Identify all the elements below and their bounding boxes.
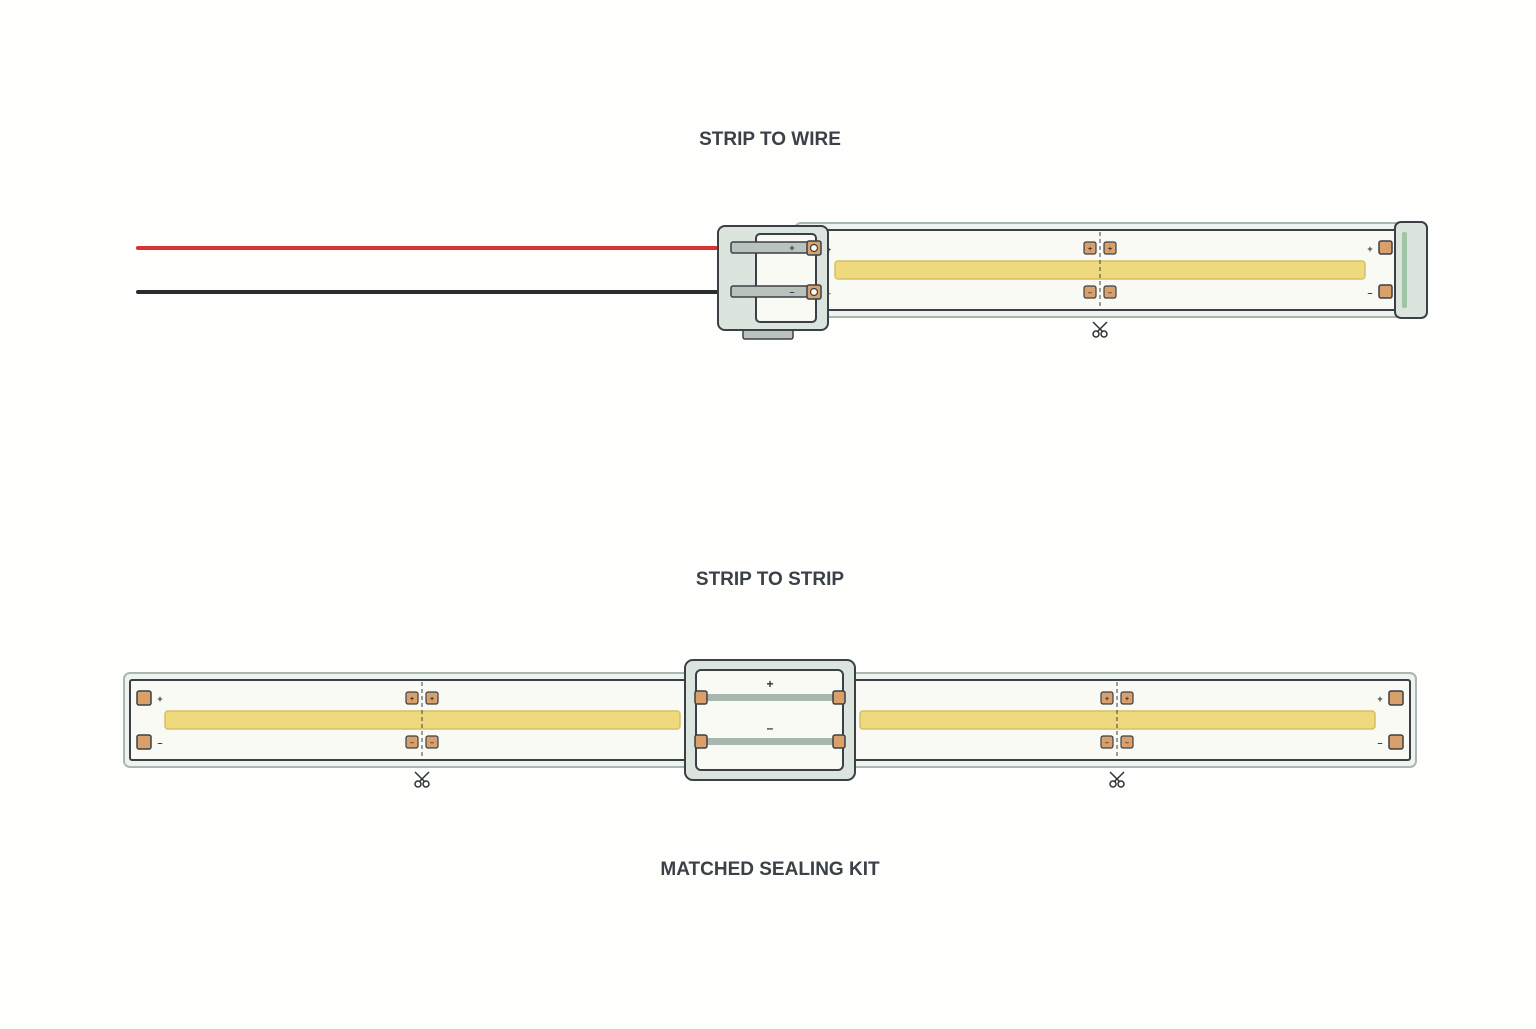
positive-terminal-bar bbox=[730, 241, 810, 254]
end-seal-strip bbox=[1402, 232, 1407, 308]
scissors-icon bbox=[1109, 771, 1125, 788]
cut-pad-minus-label: – bbox=[1108, 290, 1112, 297]
bridge-plus-label: + bbox=[766, 677, 773, 691]
end-pad-negative bbox=[1388, 734, 1404, 750]
contact-pad-right-positive bbox=[832, 690, 846, 705]
contact-pad-left-positive bbox=[694, 690, 708, 705]
cut-pad-positive-right bbox=[1103, 241, 1117, 255]
terminal-minus-label: – bbox=[789, 287, 794, 297]
negative-terminal-bar bbox=[730, 285, 810, 298]
contact-pad-right-negative bbox=[832, 734, 846, 749]
connector-window bbox=[755, 233, 817, 323]
scissors-icon bbox=[1092, 321, 1108, 338]
end-pad-negative bbox=[136, 734, 152, 750]
strip-to-wire-assembly: + + – – + – + – bbox=[136, 221, 1428, 340]
cut-pad-minus-label: – bbox=[1105, 740, 1109, 747]
end-cap bbox=[1394, 221, 1428, 319]
cut-pad-positive-left bbox=[1083, 241, 1097, 255]
end-pad-negative bbox=[1378, 284, 1393, 299]
led-strip-top: + + – – + – + – bbox=[794, 221, 1428, 338]
end-plus-label: + bbox=[1367, 244, 1372, 254]
end-pad-positive bbox=[136, 690, 152, 706]
cut-pad-negative-right bbox=[425, 735, 439, 749]
cut-pad-minus-label: – bbox=[410, 740, 414, 747]
contact-pin bbox=[809, 287, 819, 297]
scissors-icon bbox=[414, 771, 430, 788]
cut-pad-plus-label: + bbox=[1108, 246, 1112, 253]
terminal-plus-label: + bbox=[789, 243, 794, 253]
cut-pad-negative-left bbox=[405, 735, 419, 749]
contact-pad-left-negative bbox=[694, 734, 708, 749]
bridge-minus-label: – bbox=[767, 721, 774, 735]
led-strip-right: + – + + – – bbox=[845, 672, 1417, 788]
cut-pad-positive-left bbox=[405, 691, 419, 705]
wire-connector: + – bbox=[717, 225, 829, 340]
end-minus-label: – bbox=[1377, 738, 1382, 748]
cut-pad-plus-label: + bbox=[1125, 696, 1129, 703]
cut-pad-plus-label: + bbox=[410, 696, 414, 703]
cut-pad-plus-label: + bbox=[1105, 696, 1109, 703]
start-minus-label: – bbox=[827, 291, 831, 298]
positive-bridge-bar bbox=[703, 694, 837, 701]
contact-pin bbox=[809, 243, 819, 253]
cut-pad-negative-left bbox=[1100, 735, 1114, 749]
section-title-strip-to-strip: STRIP TO STRIP bbox=[696, 569, 844, 590]
cut-pad-negative-right bbox=[1120, 735, 1134, 749]
end-pad-positive bbox=[1378, 240, 1393, 255]
cut-pad-negative-right bbox=[1103, 285, 1117, 299]
cut-pad-negative-left bbox=[1083, 285, 1097, 299]
strip-to-strip-assembly: + – + + – – + – bbox=[123, 659, 1417, 788]
cut-pad-positive-right bbox=[1120, 691, 1134, 705]
cut-pad-minus-label: – bbox=[430, 740, 434, 747]
cut-pad-positive-left bbox=[1100, 691, 1114, 705]
strip-connector: + – bbox=[684, 659, 856, 781]
cut-pad-minus-label: – bbox=[1125, 740, 1129, 747]
end-plus-label: + bbox=[157, 694, 162, 704]
cut-pad-plus-label: + bbox=[430, 696, 434, 703]
cut-pad-minus-label: – bbox=[1088, 290, 1092, 297]
section-title-sealing-kit: MATCHED SEALING KIT bbox=[660, 859, 880, 880]
negative-bridge-bar bbox=[703, 738, 837, 745]
end-minus-label: – bbox=[157, 738, 162, 748]
end-plus-label: + bbox=[1377, 694, 1382, 704]
cut-pad-positive-right bbox=[425, 691, 439, 705]
end-pad-positive bbox=[1388, 690, 1404, 706]
led-strip-left: + – + + – – bbox=[123, 672, 695, 788]
section-title-strip-to-wire: STRIP TO WIRE bbox=[699, 129, 841, 150]
end-minus-label: – bbox=[1367, 288, 1372, 298]
cut-pad-plus-label: + bbox=[1088, 246, 1092, 253]
